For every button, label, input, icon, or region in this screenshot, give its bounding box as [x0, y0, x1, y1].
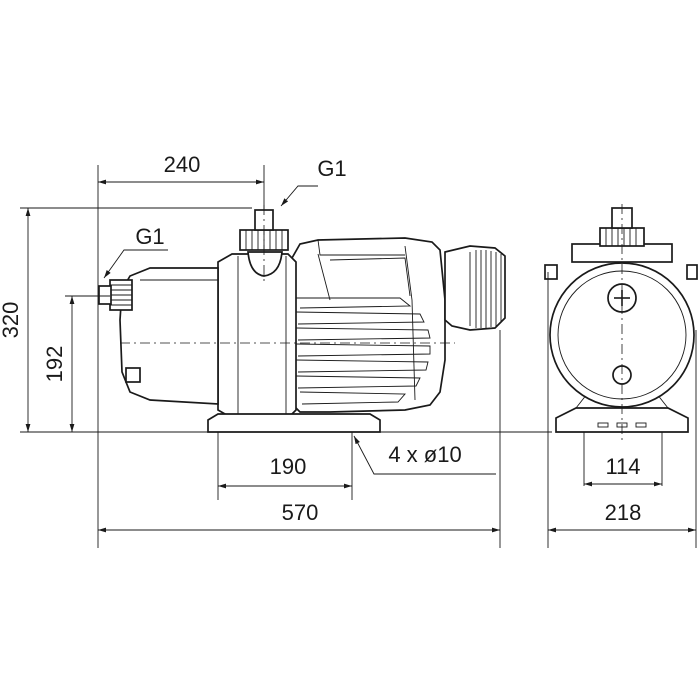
dim-218-label: 218: [605, 500, 642, 525]
outlet-body: [247, 251, 283, 277]
base-slot: [635, 422, 647, 428]
dimension-lines: [20, 165, 697, 548]
inlet-connection-label: G1: [135, 224, 164, 249]
base-slot: [597, 422, 609, 428]
outlet-connection-label: G1: [317, 156, 346, 181]
mounting-holes-label: 4 x ø10: [388, 442, 461, 467]
side-boss-left: [544, 264, 558, 280]
side-view: [98, 205, 506, 433]
inlet-thread: [110, 284, 132, 306]
leader-outlet-g1: [280, 185, 318, 207]
inlet-nozzle: [98, 285, 112, 305]
center-flange: [217, 253, 297, 419]
fan-cover-grip: [469, 250, 502, 328]
outlet-thread: [245, 230, 283, 250]
dim-320-label: 320: [0, 302, 23, 339]
dim-570-label: 570: [282, 500, 319, 525]
fan-cover: [444, 245, 506, 331]
dim-114-label: 114: [605, 454, 640, 479]
leader-holes: [353, 435, 496, 475]
base-foot: [207, 413, 381, 433]
motor-ribs: [295, 239, 431, 405]
dim-192-label: 192: [42, 346, 67, 383]
dim-240-label: 240: [164, 152, 201, 177]
motor-housing: [291, 237, 446, 413]
pump-housing: [119, 267, 219, 405]
front-view: [544, 204, 698, 440]
leader-inlet-g1: [103, 249, 168, 279]
drain-plug: [125, 367, 141, 383]
front-outlet-thread: [605, 228, 637, 246]
dim-190-label: 190: [270, 454, 307, 479]
side-boss-right: [686, 264, 698, 280]
dimension-labels: 240 G1 G1 320 192 190 4 x ø10 570 114 21…: [0, 152, 641, 525]
